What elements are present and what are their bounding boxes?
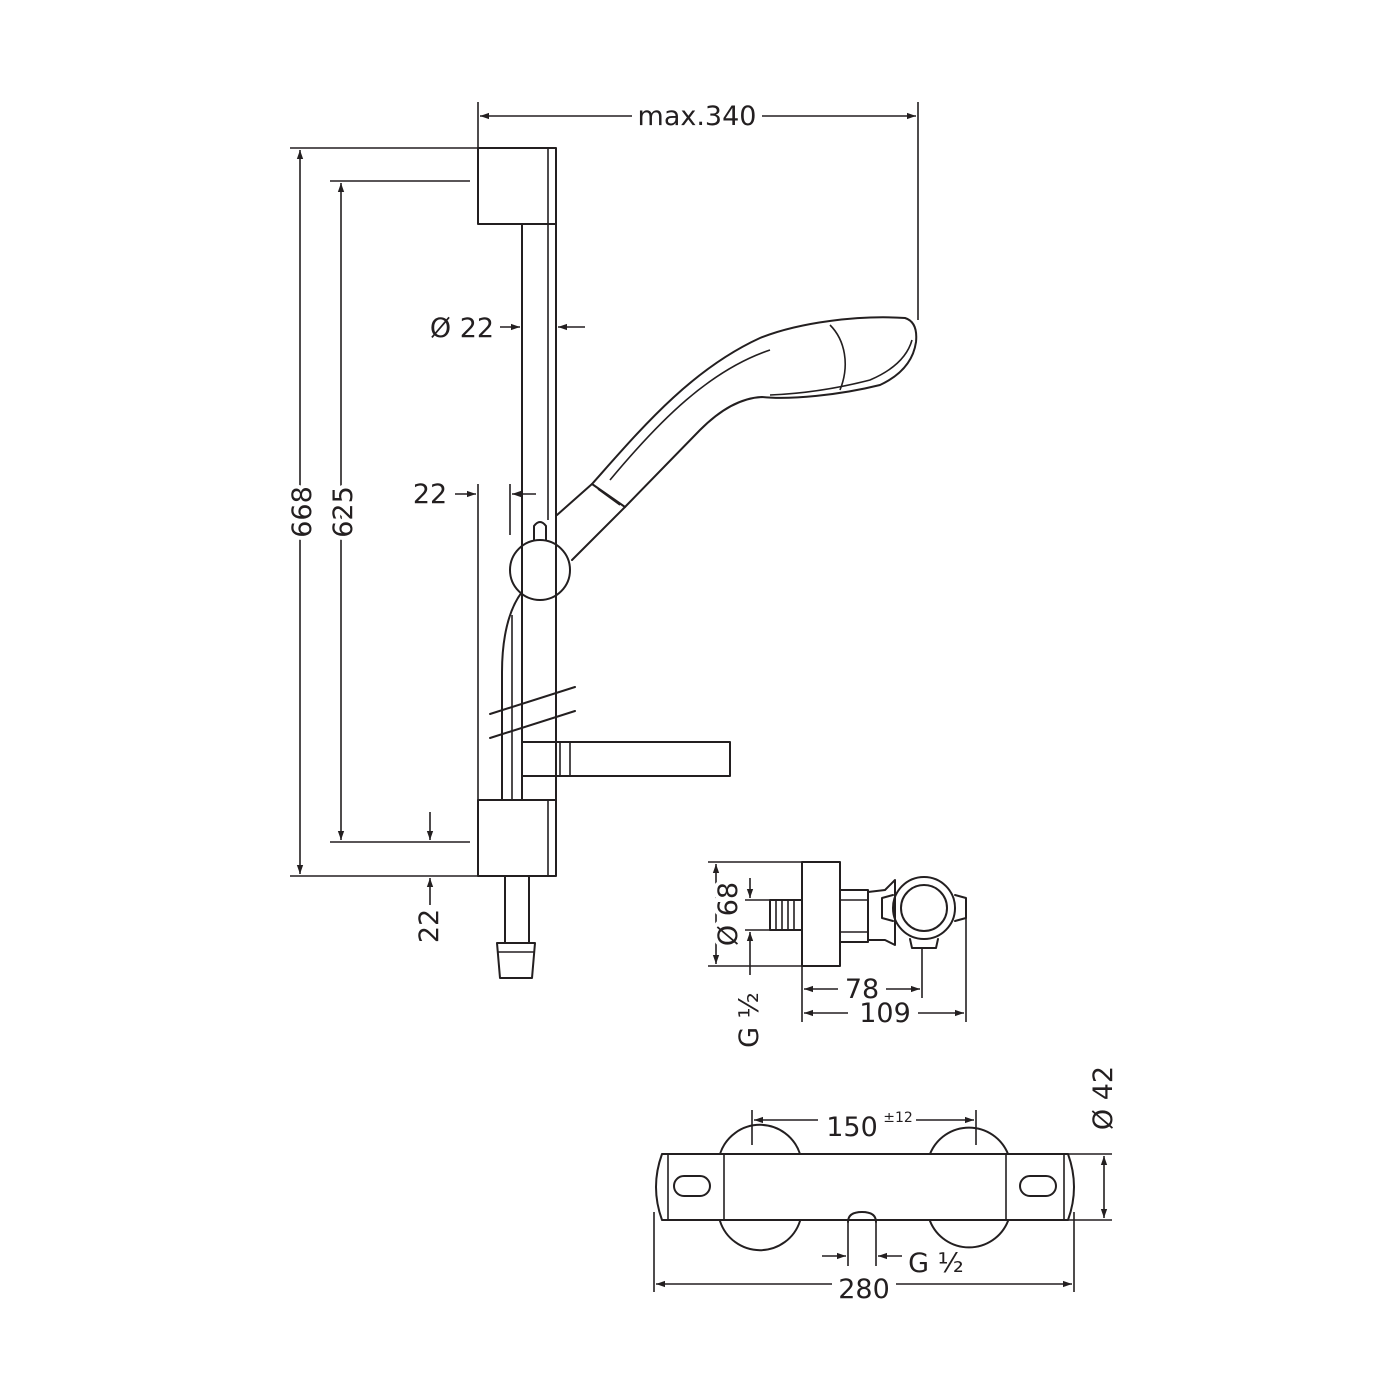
shower-hose [501,591,523,801]
mixer-spacing-tolerance: ±12 [883,1110,913,1126]
valve-thread-label: G ½ [734,992,765,1048]
dimension-mixer-spacing: 150 ±12 [751,1110,977,1145]
dimension-mixer-outlet: G ½ [822,1222,964,1279]
mixer-outlet [847,1211,877,1223]
total-height-label: 668 [287,486,318,538]
mixer-diameter-label: Ø 42 [1088,1066,1119,1130]
offset-top-label: 22 [413,479,447,510]
dimension-offset-bottom: 22 [414,812,445,943]
bar-diameter-label: Ø 22 [430,313,494,344]
mixer-body [655,1153,1075,1221]
break-mark-upper [489,686,576,715]
max-width-label: max.340 [638,101,757,132]
shower-rail-drawing [477,147,918,979]
dimension-offset-top: 22 [413,479,536,800]
break-mark-lower [489,710,576,739]
dimension-valve-depth-long: 109 [804,918,967,1029]
dimension-bar-diameter: Ø 22 [430,313,585,344]
slider-knob [533,521,547,541]
right-handle-slot [1019,1175,1057,1197]
bar-height-label: 625 [328,486,359,538]
hose-connector [496,942,536,979]
valve-depth-long-label: 109 [859,998,911,1029]
mixer-spacing-label: 150 [826,1112,878,1143]
top-wall-bracket [477,147,557,225]
valve-depth-short-label: 78 [845,974,879,1005]
valve-wall-flange [801,861,841,967]
dimension-total-height: 668 [283,147,478,877]
mixer-outlet-label: G ½ [908,1248,964,1279]
slider-holder [509,539,571,601]
dimension-valve-thread: G ½ [734,878,770,1048]
thermostatic-mixer [655,1123,1075,1252]
valve-side-view [769,861,967,967]
dimension-max-width: max.340 [477,101,919,320]
mixer-length-label: 280 [838,1274,890,1305]
bottom-wall-bracket [477,799,557,877]
dimension-mixer-length: 280 [653,1212,1075,1305]
left-handle-slot [673,1175,711,1197]
dimension-bar-height: 625 [324,180,470,843]
hand-shower [556,316,918,561]
dimension-mixer-diameter: Ø 42 [1068,1066,1119,1221]
offset-bottom-label: 22 [414,909,445,943]
valve-diameter-label: Ø 68 [713,882,744,946]
dimension-valve-depth-short: 78 [801,948,923,1022]
soap-dish [521,741,731,777]
dimension-valve-diameter: Ø 68 [708,861,802,967]
valve-body [892,876,956,940]
